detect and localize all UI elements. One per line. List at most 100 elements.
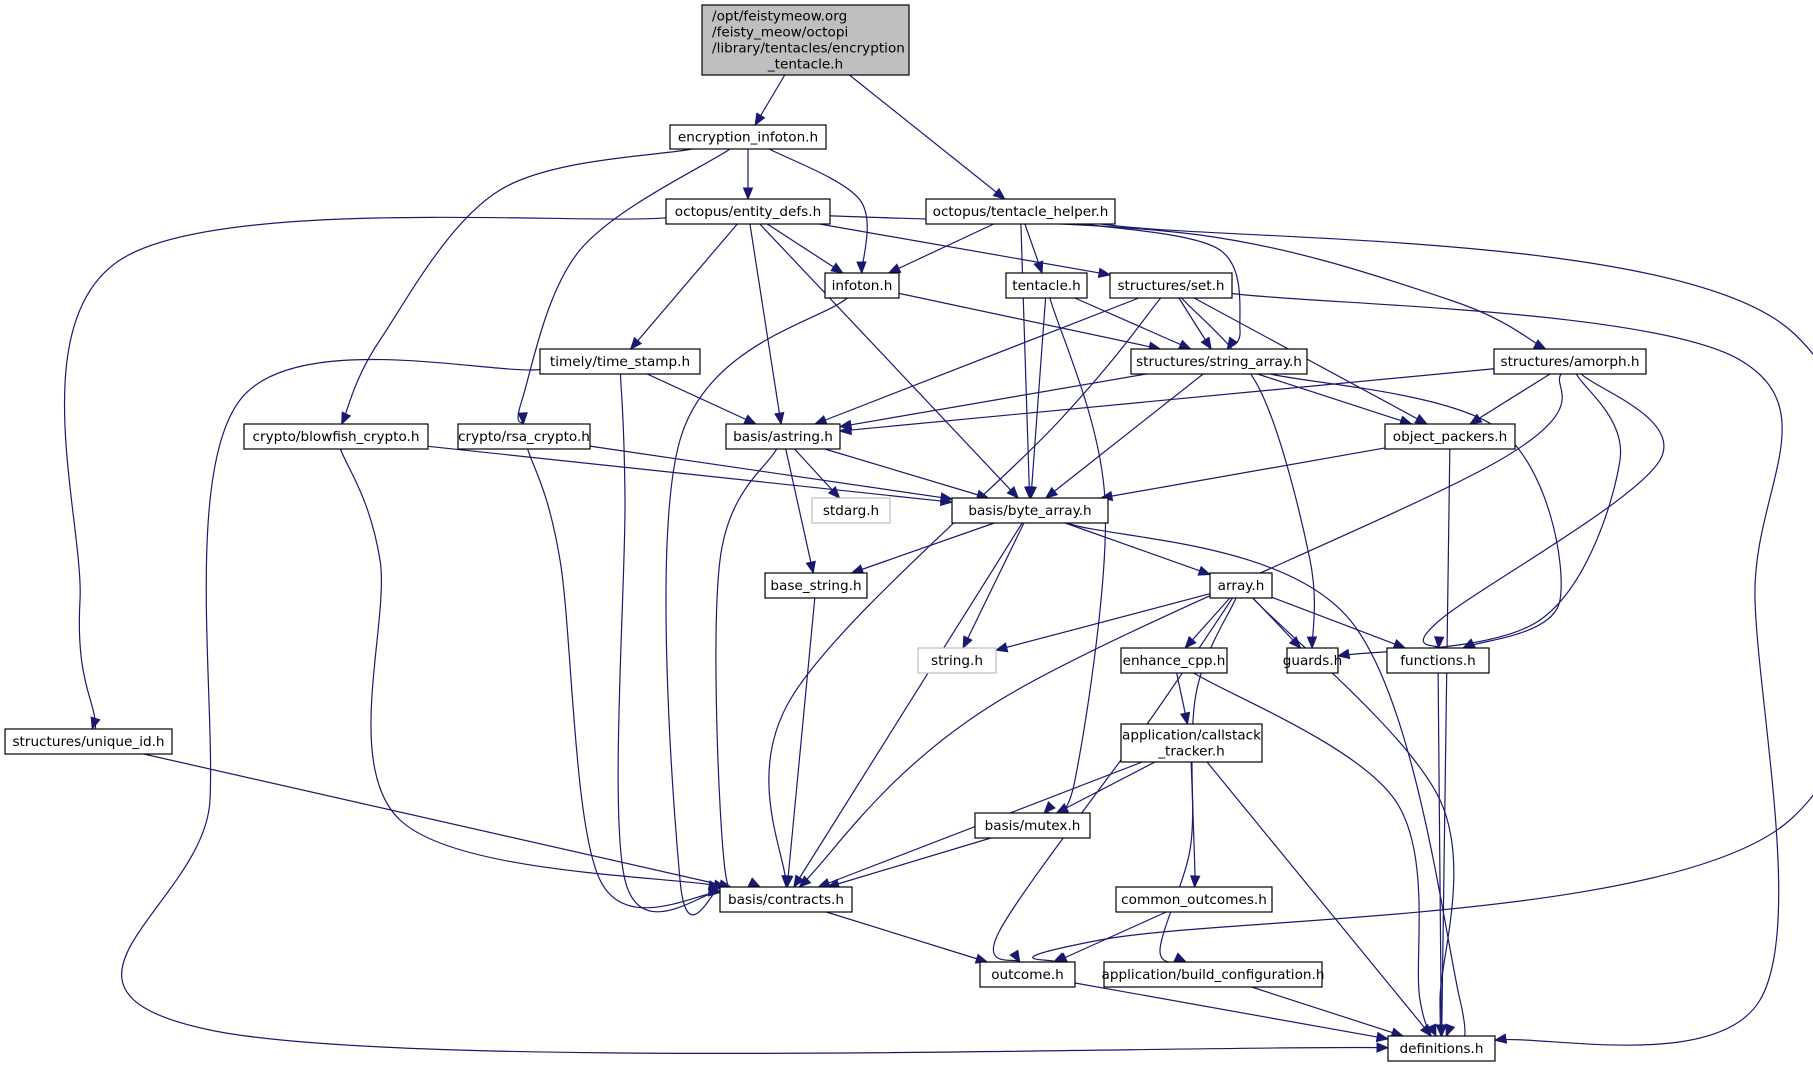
node-box[interactable] [917, 647, 997, 674]
node-box[interactable] [925, 198, 1116, 225]
arrowhead-icon [1177, 339, 1192, 350]
node-string_h[interactable]: string.h [917, 647, 997, 674]
node-root[interactable]: /opt/feistymeow.org/feisty_meow/octopi/l… [701, 4, 910, 76]
node-time_stamp[interactable]: timely/time_stamp.h [539, 348, 701, 375]
node-label: guards.h [1283, 653, 1343, 669]
node-contracts[interactable]: basis/contracts.h [719, 886, 853, 913]
node-box[interactable] [811, 497, 891, 524]
node-label: structures/set.h [1117, 278, 1224, 294]
node-box[interactable] [669, 124, 827, 150]
node-encryption_infoton[interactable]: encryption_infoton.h [669, 124, 827, 150]
node-box[interactable] [719, 886, 853, 913]
node-label: basis/astring.h [733, 429, 833, 445]
edge-tentacle_helper-to-infoton [888, 223, 994, 274]
node-box[interactable] [1286, 647, 1339, 674]
node-common_outcomes[interactable]: common_outcomes.h [1115, 886, 1273, 913]
edge-amorph-to-guards [1337, 373, 1622, 657]
node-callstack[interactable]: application/callstack_tracker.h [1120, 723, 1263, 763]
node-label: string.h [931, 653, 983, 669]
node-functions[interactable]: functions.h [1386, 647, 1490, 674]
node-stdarg[interactable]: stdarg.h [811, 497, 891, 524]
edge-entity_defs-to-astring [749, 223, 782, 425]
node-box[interactable] [725, 423, 841, 450]
node-box[interactable] [243, 423, 429, 450]
node-build_config[interactable]: application/build_configuration.h [1102, 961, 1325, 988]
node-box[interactable] [951, 497, 1109, 524]
node-tentacle_helper[interactable]: octopus/tentacle_helper.h [925, 198, 1116, 225]
arrowhead-icon [1532, 339, 1547, 350]
node-box[interactable] [1387, 1035, 1496, 1062]
node-object_packers[interactable]: object_packers.h [1384, 423, 1516, 450]
edge-time_stamp-to-contracts [617, 373, 721, 913]
node-box[interactable] [1386, 647, 1490, 674]
node-box[interactable] [1130, 348, 1308, 375]
node-entity_defs[interactable]: octopus/entity_defs.h [665, 198, 831, 225]
edge-object_packers-to-byte_array [1100, 447, 1386, 499]
edge-tentacle-to-string_array [1074, 297, 1191, 350]
edges-layer [63, 74, 1813, 1054]
node-box[interactable] [1005, 272, 1088, 299]
edge-set-to-object_packers [1193, 297, 1428, 425]
node-label: basis/byte_array.h [968, 503, 1091, 519]
node-box[interactable] [1209, 572, 1273, 599]
arrowhead-icon [813, 414, 828, 425]
edge-set-to-guards [1181, 297, 1316, 649]
arrowhead-icon [629, 336, 643, 351]
arrowhead-icon [1200, 336, 1212, 351]
arrowhead-icon [517, 412, 528, 426]
node-box[interactable] [1120, 723, 1263, 763]
node-box[interactable] [539, 348, 701, 375]
node-box[interactable] [764, 572, 868, 599]
node-array[interactable]: array.h [1209, 572, 1273, 599]
node-box[interactable] [1103, 961, 1323, 988]
edge-functions-to-definitions [1437, 672, 1442, 1037]
node-box[interactable] [974, 812, 1091, 839]
node-string_array[interactable]: structures/string_array.h [1130, 348, 1308, 375]
arrowhead-icon [1375, 1031, 1390, 1043]
node-enhance_cpp[interactable]: enhance_cpp.h [1120, 647, 1228, 674]
node-box[interactable] [701, 4, 910, 76]
node-box[interactable] [457, 423, 591, 450]
edge-amorph-to-astring [839, 368, 1495, 432]
node-guards[interactable]: guards.h [1283, 647, 1343, 674]
node-mutex[interactable]: basis/mutex.h [974, 812, 1091, 839]
node-box[interactable] [1115, 886, 1273, 913]
node-outcome[interactable]: outcome.h [979, 961, 1076, 988]
node-byte_array[interactable]: basis/byte_array.h [951, 497, 1109, 524]
arrowhead-icon [1414, 413, 1429, 425]
arrowhead-icon [1189, 875, 1201, 889]
node-box[interactable] [4, 728, 173, 755]
node-label: stdarg.h [823, 503, 879, 519]
node-box[interactable] [1493, 348, 1647, 375]
edge-set-to-definitions [1231, 292, 1783, 1046]
node-base_string[interactable]: base_string.h [764, 572, 868, 599]
node-box[interactable] [665, 198, 831, 225]
node-set[interactable]: structures/set.h [1109, 272, 1233, 299]
edge-object_packers-to-definitions [1441, 448, 1451, 1037]
node-blowfish[interactable]: crypto/blowfish_crypto.h [243, 423, 429, 450]
node-label: crypto/rsa_crypto.h [458, 429, 590, 445]
node-label: application/callstack [1122, 728, 1261, 744]
arrowhead-icon [850, 564, 865, 575]
nodes-layer: /opt/feistymeow.org/feisty_meow/octopi/l… [4, 4, 1647, 1062]
node-box[interactable] [979, 961, 1076, 988]
node-box[interactable] [824, 272, 900, 299]
node-definitions[interactable]: definitions.h [1387, 1035, 1496, 1062]
node-tentacle[interactable]: tentacle.h [1005, 272, 1088, 299]
arrowhead-icon [1006, 486, 1020, 499]
node-infoton[interactable]: infoton.h [824, 272, 900, 299]
node-box[interactable] [1384, 423, 1516, 450]
edge-encryption_infoton-to-infoton [769, 148, 868, 274]
edge-blowfish-to-contracts [339, 448, 726, 888]
edge-byte_array-to-contracts [793, 522, 1023, 888]
node-unique_id[interactable]: structures/unique_id.h [4, 728, 173, 755]
node-astring[interactable]: basis/astring.h [725, 423, 841, 450]
node-rsa[interactable]: crypto/rsa_crypto.h [457, 423, 591, 450]
edge-astring-to-base_string [785, 448, 814, 574]
arrowhead-icon [962, 635, 973, 650]
node-amorph[interactable]: structures/amorph.h [1493, 348, 1647, 375]
edge-base_string-to-contracts [786, 597, 816, 888]
arrowhead-icon [838, 424, 852, 436]
node-box[interactable] [1120, 647, 1228, 674]
node-box[interactable] [1109, 272, 1233, 299]
